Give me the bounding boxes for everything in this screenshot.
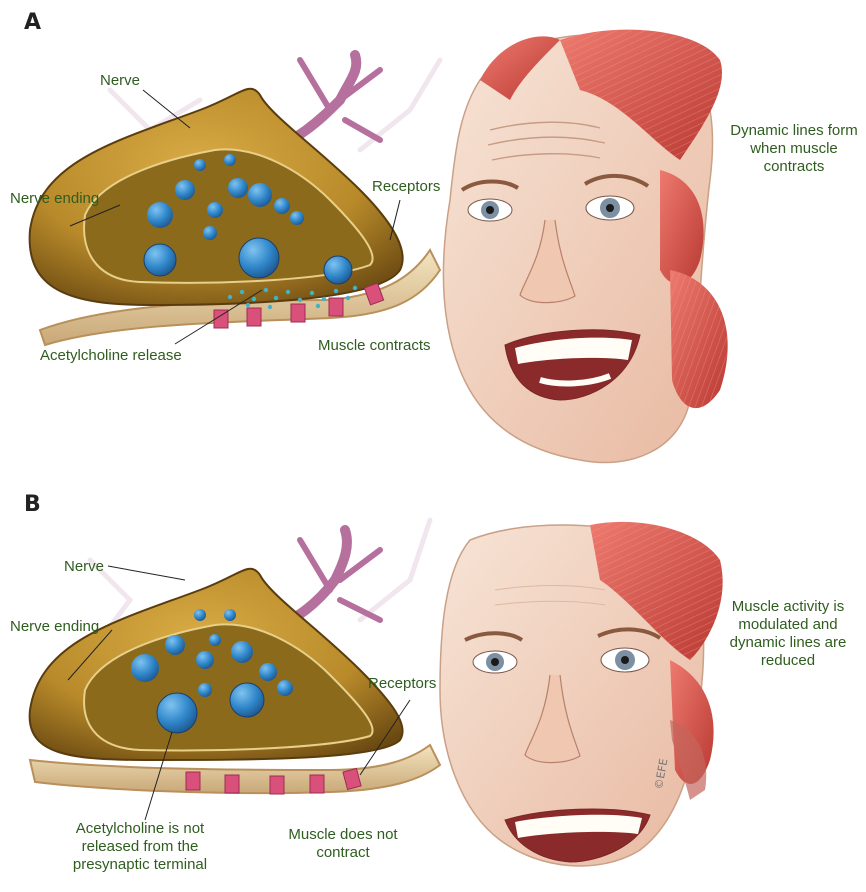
panel-b-label-nerve-ending: Nerve ending <box>10 618 99 636</box>
panel-b-label-ach-not-released: Acetylcholine is not released from the p… <box>40 820 240 874</box>
panel-b-label-nerve: Nerve <box>64 558 104 576</box>
panel-a-face <box>443 30 727 463</box>
panel-a-label-receptors: Receptors <box>372 178 440 196</box>
panel-b-ach-line2: released from the <box>40 838 240 856</box>
panel-a-label-acetylcholine-release: Acetylcholine release <box>40 347 182 365</box>
panel-b-modulated-line3: dynamic lines are <box>720 634 856 652</box>
panel-b-face: ©EFE <box>440 522 723 866</box>
panel-b-modulated-line1: Muscle activity is <box>720 598 856 616</box>
panel-b-ach-line1: Acetylcholine is not <box>40 820 240 838</box>
panel-b-letter: B <box>24 492 41 517</box>
panel-b-muscle-line1: Muscle does not <box>268 826 418 844</box>
panel-b-label-modulated: Muscle activity is modulated and dynamic… <box>720 598 856 670</box>
panel-a-dynamic-lines-line1: Dynamic lines form <box>724 122 864 140</box>
panel-a-label-dynamic-lines: Dynamic lines form when muscle contracts <box>724 122 864 176</box>
panel-b-ach-line3: presynaptic terminal <box>40 856 240 874</box>
panel-b-label-receptors: Receptors <box>368 675 436 693</box>
panel-b-modulated-line4: reduced <box>720 652 856 670</box>
panel-a-dynamic-lines-line3: contracts <box>724 158 864 176</box>
panel-b-label-muscle-not-contract: Muscle does not contract <box>268 826 418 862</box>
panel-a-label-nerve-ending: Nerve ending <box>10 190 99 208</box>
panel-a-letter: A <box>24 10 41 35</box>
panel-a-label-muscle-contracts: Muscle contracts <box>318 337 431 355</box>
panel-a-label-nerve: Nerve <box>100 72 140 90</box>
panel-a-dynamic-lines-line2: when muscle <box>724 140 864 158</box>
panel-b-modulated-line2: modulated and <box>720 616 856 634</box>
panel-b-muscle-line2: contract <box>268 844 418 862</box>
